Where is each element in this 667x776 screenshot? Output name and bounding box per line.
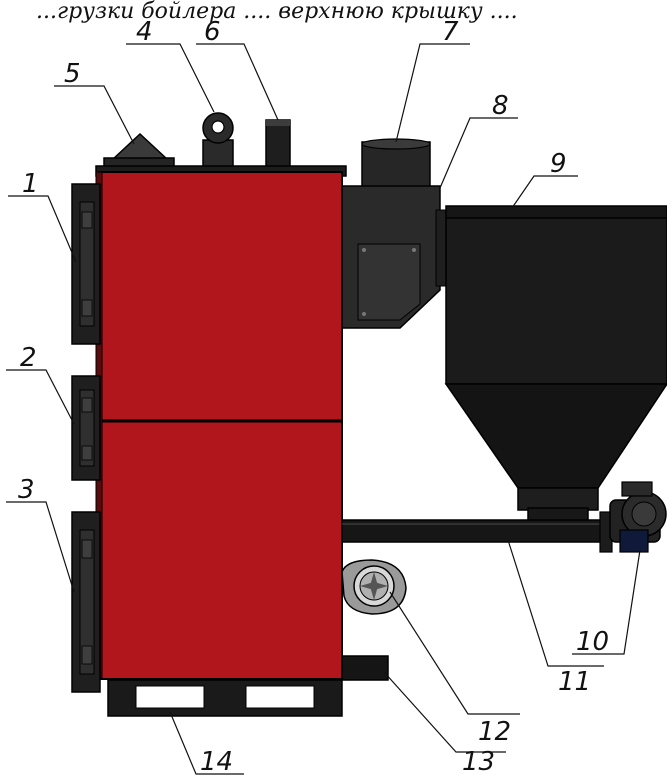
middle-door <box>71 375 101 481</box>
callout-1: 1 <box>22 169 39 199</box>
callout-5: 5 <box>64 59 81 89</box>
auger-tube <box>341 511 613 553</box>
callout-11: 11 <box>558 667 591 697</box>
lower-nozzle <box>341 655 389 681</box>
fan <box>341 559 407 615</box>
callout-4: 4 <box>136 17 153 47</box>
lower-door <box>71 511 101 693</box>
callout-labels: 1 2 3 4 5 6 7 8 9 10 11 12 13 14 <box>18 17 609 776</box>
auger-motor <box>609 481 667 553</box>
callout-10: 10 <box>576 627 609 657</box>
callout-13: 13 <box>462 747 495 776</box>
base-frame <box>107 679 343 717</box>
lifting-eye <box>202 112 234 169</box>
callout-3: 3 <box>18 475 35 505</box>
callout-9: 9 <box>550 149 567 179</box>
callout-14: 14 <box>200 747 233 776</box>
pipe-nozzle <box>265 119 291 169</box>
burner-housing <box>341 185 447 329</box>
leader-lines <box>6 43 641 775</box>
top-cap <box>103 132 175 171</box>
callout-2: 2 <box>20 343 37 373</box>
caption-fragment: ...грузки бойлера .... верхнюю крышку ..… <box>36 0 518 24</box>
callout-6: 6 <box>204 17 221 47</box>
callout-7: 7 <box>442 17 459 47</box>
upper-door <box>71 183 101 345</box>
callout-8: 8 <box>492 91 509 121</box>
callout-12: 12 <box>478 717 511 747</box>
flue-outlet <box>361 138 431 189</box>
boiler-body <box>95 165 347 680</box>
